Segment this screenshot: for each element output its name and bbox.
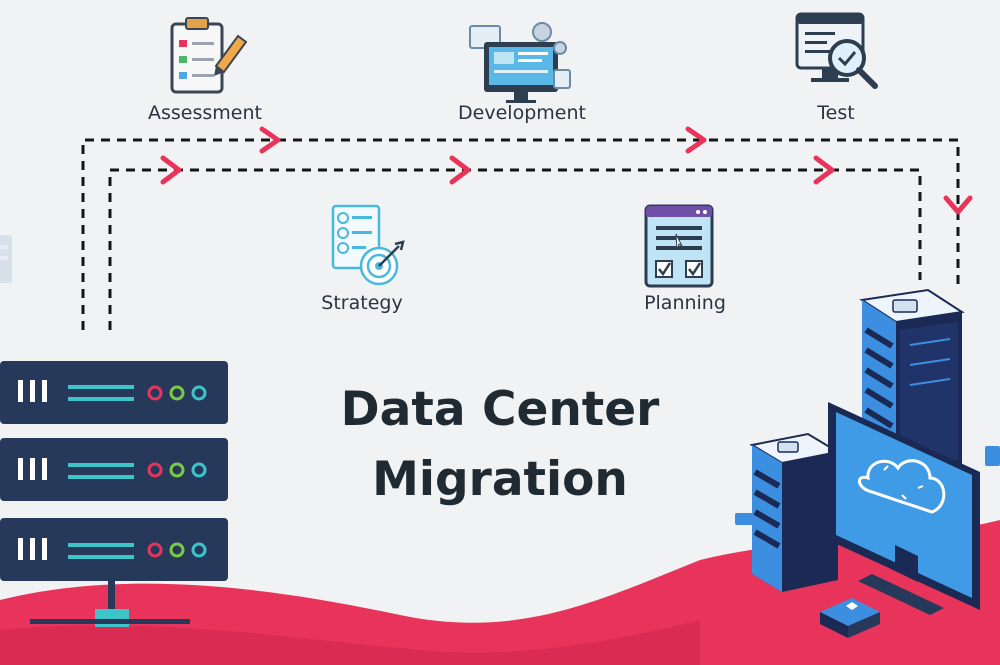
inner-flow-path: [108, 168, 922, 330]
server-unit: [0, 361, 228, 424]
arrow-right-icon: [160, 155, 182, 185]
assessment-label: Assessment: [148, 102, 262, 124]
browser-form-icon: [644, 204, 714, 288]
server-unit: [0, 518, 228, 581]
clipboard-checklist-icon: [170, 17, 248, 94]
planning-label: Planning: [644, 292, 726, 314]
strategy-label: Strategy: [321, 292, 402, 314]
development-label: Development: [458, 102, 586, 124]
test-label: Test: [816, 102, 854, 124]
server-rack-icon: [0, 361, 228, 627]
checklist-target-icon: [331, 204, 405, 286]
monitor-magnifier-icon: [795, 12, 878, 89]
faint-document-icon: [0, 235, 12, 283]
desktop-code-icon: [469, 22, 571, 103]
arrow-right-icon: [685, 126, 707, 154]
arrow-right-icon: [259, 126, 281, 154]
server-unit: [0, 438, 228, 501]
cloud-server-monitor-icon: [735, 288, 1000, 638]
bottom-wave: [0, 520, 1000, 665]
small-device-cube: [820, 598, 880, 638]
title-line-2: Migration: [372, 452, 628, 507]
cloud-monitor: [828, 402, 980, 615]
bottom-wave-shadow: [0, 620, 700, 665]
outer-flow-path: [81, 138, 960, 330]
arrow-right-icon: [449, 155, 471, 185]
small-device-cube: [985, 446, 1000, 466]
small-device-cube: [735, 513, 753, 525]
short-server-tower: [749, 432, 841, 592]
title-line-1: Data Center: [341, 382, 660, 437]
arrow-right-icon: [813, 155, 835, 185]
arrow-down-icon: [943, 195, 973, 215]
